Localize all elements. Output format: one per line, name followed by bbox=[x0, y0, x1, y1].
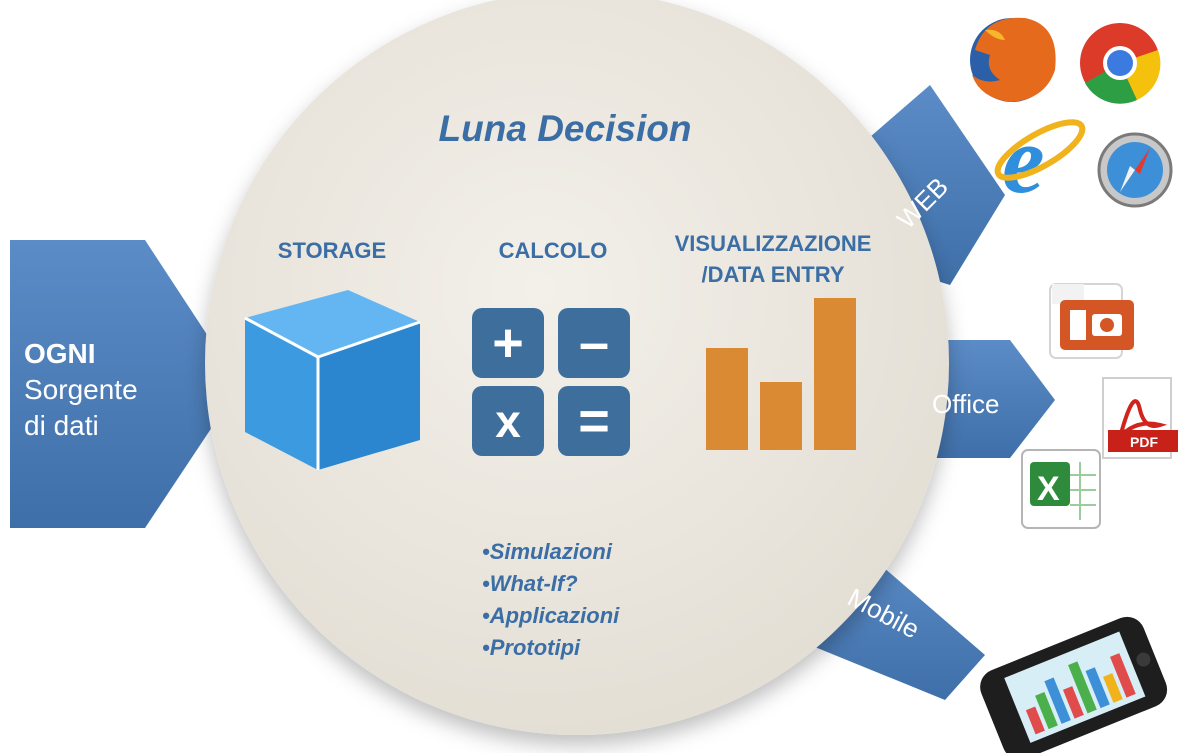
calculator-icon bbox=[472, 308, 630, 456]
safari-icon bbox=[1097, 132, 1173, 208]
bullet-item: •Simulazioni bbox=[482, 539, 612, 564]
svg-text:X: X bbox=[1037, 470, 1060, 508]
bar-chart-icon bbox=[706, 298, 856, 450]
powerpoint-icon bbox=[1049, 283, 1134, 359]
source-line-1: OGNI bbox=[24, 338, 96, 369]
bullet-list: •Simulazioni •What-If? •Applicazioni •Pr… bbox=[482, 536, 619, 664]
source-arrow bbox=[10, 240, 240, 528]
storage-cube-icon bbox=[244, 290, 421, 470]
key-times-label: x bbox=[495, 395, 521, 447]
key-equals-label: = bbox=[578, 391, 610, 451]
source-line-2: Sorgente bbox=[24, 374, 138, 405]
smartphone-icon bbox=[980, 616, 1168, 753]
key-plus-label: + bbox=[492, 313, 524, 373]
bullet-item: •Applicazioni bbox=[482, 603, 620, 628]
office-label: Office bbox=[932, 389, 999, 419]
internet-explorer-icon: e bbox=[994, 106, 1086, 213]
times-key bbox=[472, 386, 544, 456]
bullet-item: •Prototipi bbox=[482, 635, 581, 660]
key-minus-label: – bbox=[578, 313, 610, 373]
visual-heading-line1: VISUALIZZAZIONE bbox=[674, 231, 872, 256]
pdf-label: PDF bbox=[1130, 434, 1158, 450]
visual-heading-line2: /DATA ENTRY bbox=[701, 262, 845, 287]
bar-3 bbox=[814, 298, 856, 450]
bar-2 bbox=[760, 382, 802, 450]
source-label: OGNI Sorgente di dati bbox=[24, 336, 138, 444]
firefox-icon bbox=[970, 17, 1056, 103]
svg-text:e: e bbox=[1002, 106, 1045, 213]
minus-key bbox=[558, 308, 630, 378]
pdf-icon bbox=[1102, 377, 1178, 459]
diagram-title: Luna Decision bbox=[438, 108, 692, 149]
equals-key bbox=[558, 386, 630, 456]
bar-1 bbox=[706, 348, 748, 450]
bullet-item: •What-If? bbox=[482, 571, 578, 596]
plus-key bbox=[472, 308, 544, 378]
storage-heading: STORAGE bbox=[277, 238, 387, 263]
calcolo-heading: CALCOLO bbox=[498, 238, 608, 263]
source-line-3: di dati bbox=[24, 410, 99, 441]
excel-icon: X bbox=[1021, 449, 1101, 529]
chrome-icon bbox=[1080, 23, 1161, 104]
